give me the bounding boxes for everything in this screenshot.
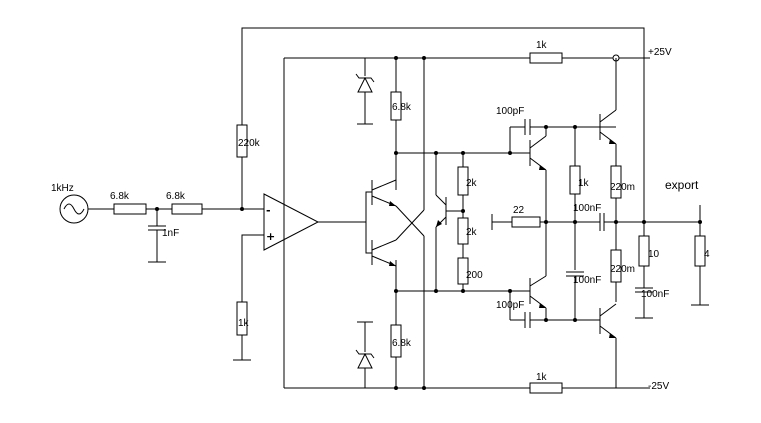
opamp-inverting-input: - (266, 204, 271, 217)
zener-diode-bottom (355, 321, 375, 388)
feedback-wire (241, 27, 645, 221)
resistor-bottom-rail (529, 382, 563, 394)
junction (461, 209, 465, 213)
label-r-vbe2: 2k (466, 227, 478, 238)
wire (241, 234, 264, 302)
label-output: export (665, 178, 699, 192)
label-negative-rail: -25V (648, 381, 669, 392)
label-r-feedback: 220k (238, 138, 261, 149)
junction (544, 318, 548, 322)
label-r-22: 22 (513, 205, 525, 216)
junction (508, 151, 512, 155)
transistor-driver-top (529, 135, 547, 171)
wire (360, 191, 372, 223)
label-r-in1: 6.8k (110, 191, 130, 202)
label-c-mid: 100nF (573, 275, 601, 286)
transistor-driver-bottom (529, 275, 547, 309)
junction (508, 289, 512, 293)
label-c-zobel: 100nF (641, 289, 669, 300)
opamp (263, 193, 320, 251)
label-r-in2: 6.8k (166, 191, 186, 202)
label-c-series: 100nF (573, 203, 601, 214)
cross-wire (395, 205, 425, 237)
label-r-zobel: 10 (648, 249, 660, 260)
junction (394, 56, 398, 60)
junction (544, 220, 548, 224)
junction (422, 56, 426, 60)
label-r-ground: 1k (238, 318, 250, 329)
wire (365, 222, 372, 254)
transistor-input-top (371, 179, 397, 207)
resistor-input-1 (113, 203, 147, 215)
resistor-top-rail (529, 52, 563, 64)
label-r-vbe3: 200 (466, 270, 483, 281)
junction (422, 386, 426, 390)
label-r-bottom-zener: 6.8k (392, 338, 412, 349)
resistor-input-2 (171, 203, 203, 215)
capacitor-bottom-miller (509, 291, 600, 328)
label-r-top-zener: 6.8k (392, 102, 412, 113)
transistor-input-bottom (371, 239, 397, 267)
label-r-emitter-top: 220m (610, 182, 635, 193)
transistor-vbe (435, 153, 463, 291)
label-r-top-rail: 1k (536, 40, 548, 51)
label-r-bottom-rail: 1k (536, 372, 548, 383)
junction (573, 220, 577, 224)
label-r-emitter-bottom: 220m (610, 264, 635, 275)
opamp-noninverting-input: + (266, 230, 275, 243)
label-r-mid: 1k (578, 178, 590, 189)
label-r-load: 4 (704, 249, 710, 260)
signal-source (59, 194, 89, 224)
cross-wire (395, 209, 425, 241)
label-c-top: 100pF (496, 106, 524, 117)
label-c-bottom: 100pF (496, 300, 524, 311)
junction (698, 220, 702, 224)
transistor-output-top (599, 109, 617, 145)
junction (544, 125, 548, 129)
resistor-22 (511, 216, 541, 228)
transistor-output-bottom (599, 303, 617, 339)
capacitor-input-filter (148, 209, 166, 263)
label-source: 1kHz (51, 183, 74, 194)
label-c-in: 1nF (162, 228, 179, 239)
label-r-vbe1: 2k (466, 178, 478, 189)
zener-diode-top (355, 58, 375, 125)
label-positive-rail: +25V (648, 47, 672, 58)
junction (394, 386, 398, 390)
